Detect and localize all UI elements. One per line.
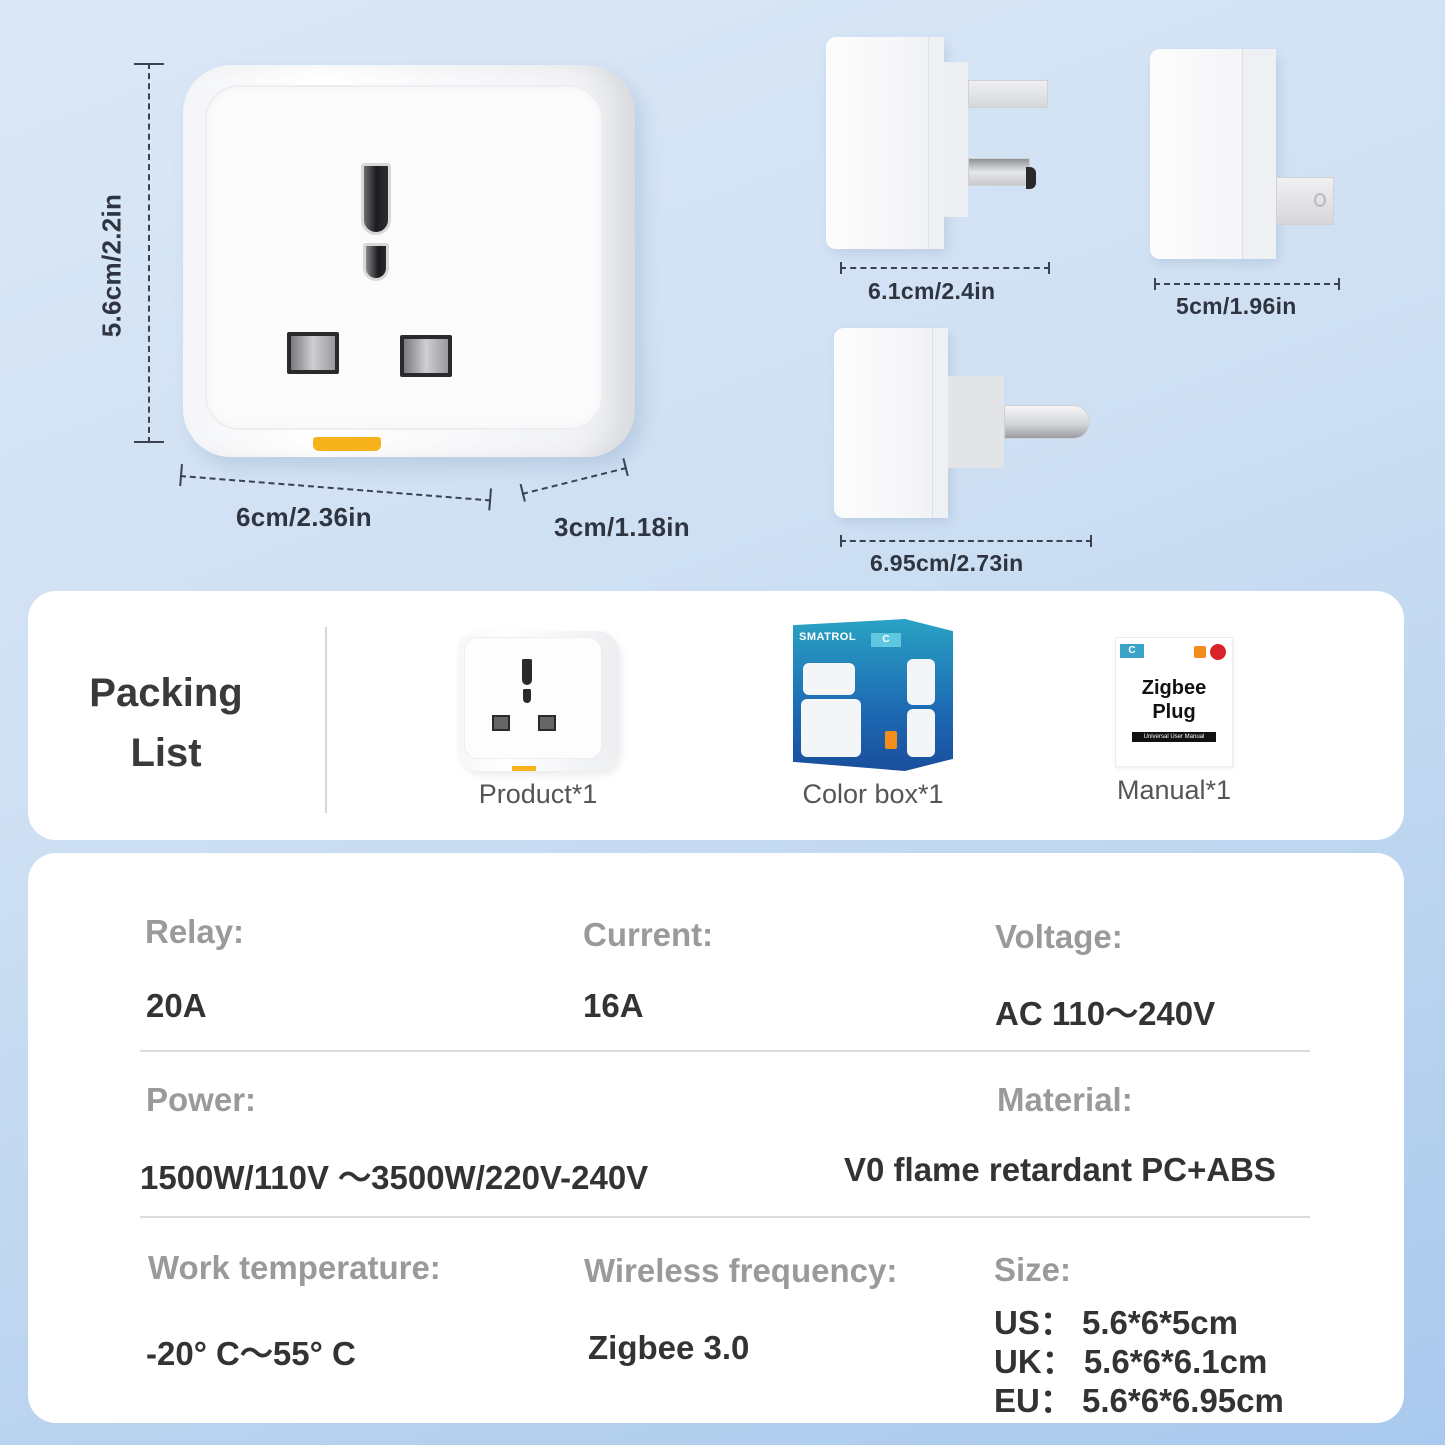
eu-dimension-line: [840, 535, 1092, 547]
spec-size-values: US： 5.6*6*5cm UK： 5.6*6*6.1cm EU： 5.6*6*…: [994, 1303, 1284, 1420]
us-dimension-label: 5cm/1.96in: [1176, 293, 1297, 319]
smart-plug-front-image: [183, 65, 635, 457]
spec-voltage-label: Voltage:: [995, 918, 1123, 955]
height-dimension-label: 5.6cm/2.2in: [96, 193, 127, 338]
earth-slot-icon: [357, 163, 395, 281]
packing-item-label: Product*1: [478, 779, 598, 809]
specs-card: Relay: 20A Current: 16A Voltage: AC 110～…: [28, 853, 1404, 1423]
packing-item-color-box: SMATROL C Color box*1: [768, 619, 978, 810]
spec-current-value: 16A: [583, 987, 644, 1024]
spec-size-label: Size:: [994, 1251, 1072, 1288]
packing-item-label: Color box*1: [802, 779, 944, 809]
eu-dimension-label: 6.95cm/2.73in: [870, 550, 1024, 576]
spec-relay-label: Relay:: [145, 913, 245, 950]
spec-divider: [140, 1216, 1310, 1218]
spec-current-label: Current:: [583, 916, 714, 953]
height-dimension-line: [134, 63, 164, 443]
spec-power-label: Power:: [146, 1081, 257, 1118]
spec-divider: [140, 1050, 1310, 1052]
us-dimension-line: [1154, 278, 1340, 290]
packing-divider: [325, 627, 327, 813]
packing-list-title: Packing List: [89, 671, 243, 775]
spec-work-temperature-label: Work temperature:: [148, 1249, 441, 1286]
size-eu: EU： 5.6*6*6.95cm: [994, 1382, 1284, 1419]
spec-wireless-frequency-label: Wireless frequency:: [584, 1252, 898, 1289]
uk-dimension-label: 6.1cm/2.4in: [868, 278, 996, 304]
spec-power-value: 1500W/110V ～3500W/220V-240V: [140, 1159, 649, 1196]
socket-face: [205, 85, 603, 430]
size-us: US： 5.6*6*5cm: [994, 1304, 1238, 1341]
packing-list-card: Packing List Product*1 SMATROL C Color b…: [28, 591, 1404, 840]
smart-plug-image: [458, 631, 618, 771]
live-slot-icon: [287, 332, 339, 374]
spec-voltage-value: AC 110～240V: [995, 995, 1216, 1032]
spec-wireless-frequency-value: Zigbee 3.0: [588, 1329, 750, 1366]
spec-relay-value: 20A: [146, 987, 207, 1024]
spec-material-label: Material:: [997, 1081, 1133, 1118]
packing-item-manual: C Zigbee Plug Universal User Manual Manu…: [1084, 637, 1264, 806]
uk-dimension-line: [840, 262, 1050, 274]
width-dimension-line: [179, 464, 492, 511]
zigbee-logo-icon: [1210, 644, 1226, 660]
manual-image: C Zigbee Plug Universal User Manual: [1115, 637, 1233, 767]
color-box-image: SMATROL C: [793, 619, 953, 771]
spec-work-temperature-value: -20° C～55° C: [146, 1335, 356, 1372]
tuya-logo-icon: [1194, 646, 1206, 658]
packing-item-label: Manual*1: [1116, 775, 1232, 805]
width-dimension-label: 6cm/2.36in: [236, 502, 372, 532]
size-uk: UK： 5.6*6*6.1cm: [994, 1343, 1268, 1380]
depth-dimension-label: 3cm/1.18in: [554, 512, 690, 542]
led-indicator-icon: [313, 437, 381, 451]
packing-item-product: Product*1: [448, 631, 628, 810]
neutral-slot-icon: [400, 335, 452, 377]
tuya-logo-icon: [885, 731, 897, 749]
depth-dimension-line: [519, 458, 629, 502]
spec-material-value: V0 flame retardant PC+ABS: [844, 1151, 1276, 1188]
